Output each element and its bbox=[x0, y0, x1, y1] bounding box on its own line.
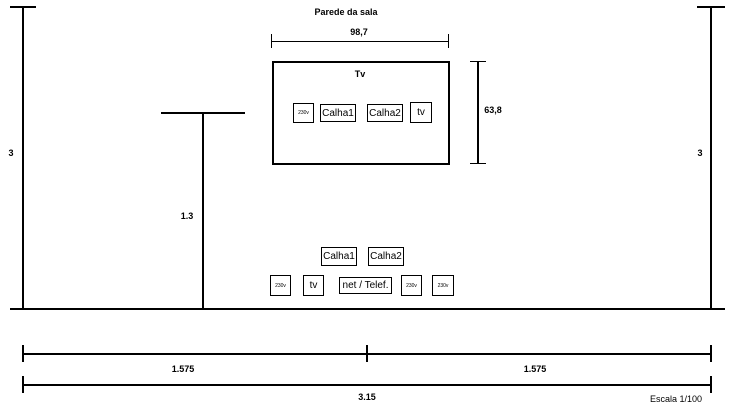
left-wall-cap bbox=[10, 6, 36, 8]
dim-tick bbox=[710, 345, 712, 362]
lower-outlet-2: 230v bbox=[401, 275, 422, 296]
half-width-right-label: 1.575 bbox=[523, 364, 547, 374]
half-width-left-label: 1.575 bbox=[171, 364, 195, 374]
right-wall-cap bbox=[697, 6, 725, 8]
lower-calha1: Calha1 bbox=[321, 247, 357, 266]
total-width-label: 3.15 bbox=[358, 392, 376, 402]
tv-box: tv bbox=[410, 102, 432, 123]
tv-calha2: Calha2 bbox=[367, 104, 403, 122]
dim-tick bbox=[271, 34, 272, 48]
dim-tick bbox=[366, 345, 368, 362]
dim-tick bbox=[710, 376, 712, 393]
shelf-height-label: 1.3 bbox=[180, 211, 194, 221]
dim-tick bbox=[22, 345, 24, 362]
tv-outlet: 230v bbox=[293, 103, 314, 123]
tv-rect bbox=[272, 61, 450, 165]
scale-label: Escala 1/100 bbox=[649, 394, 703, 404]
lower-tv: tv bbox=[303, 275, 324, 296]
right-height-label: 3 bbox=[697, 148, 703, 158]
total-width-dim bbox=[22, 384, 712, 386]
dim-tick bbox=[22, 376, 24, 393]
floor-line bbox=[10, 308, 725, 310]
dim-tick bbox=[448, 34, 449, 48]
lower-outlet-3: 230v bbox=[432, 275, 454, 296]
lower-outlet-1: 230v bbox=[270, 275, 291, 296]
tv-label: Tv bbox=[354, 69, 366, 79]
lower-calha2: Calha2 bbox=[368, 247, 404, 266]
shelf-post bbox=[202, 112, 204, 309]
tv-height-label: 63,8 bbox=[484, 105, 502, 115]
tv-calha1: Calha1 bbox=[320, 104, 356, 122]
dim-tick bbox=[470, 163, 486, 164]
title: Parede da sala bbox=[314, 7, 378, 17]
tv-width-label: 98,7 bbox=[350, 27, 368, 37]
tv-width-dim bbox=[271, 41, 449, 42]
left-height-label: 3 bbox=[8, 148, 14, 158]
tv-height-dim bbox=[477, 61, 479, 164]
left-wall-line bbox=[22, 6, 24, 310]
dim-tick bbox=[470, 61, 486, 62]
lower-net-telef: net / Telef. bbox=[339, 277, 392, 294]
right-wall-line bbox=[710, 6, 712, 310]
